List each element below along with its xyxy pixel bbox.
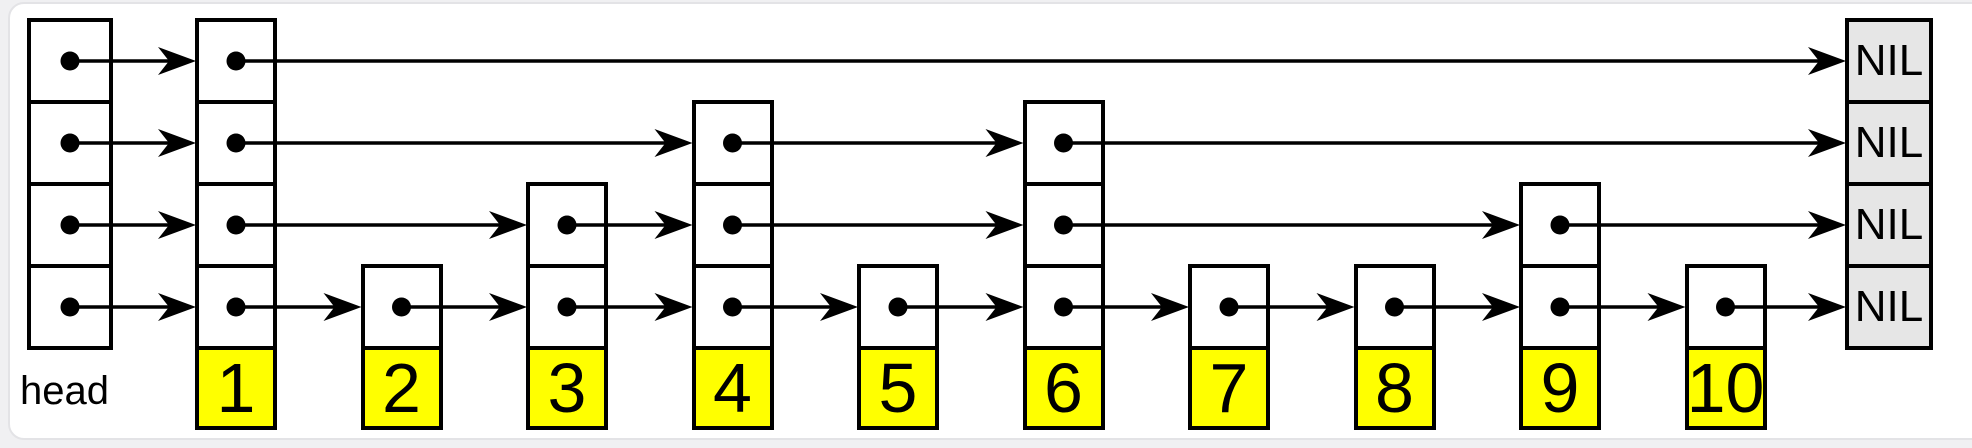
node-value-label-4: 4: [691, 346, 774, 430]
arrowhead-10-to-NIL-level-1: [1808, 293, 1846, 321]
node-10-pointer-cell-level-1: [1684, 264, 1767, 350]
arrowhead-5-to-6-level-1: [985, 293, 1024, 321]
node-2-pointer-cell-level-1: [360, 264, 443, 350]
node-value-label-2: 2: [360, 346, 443, 430]
node-5-pointer-cell-level-1: [857, 264, 939, 350]
arrowhead-4-to-6-level-3: [985, 129, 1024, 157]
node-4-pointer-cell-level-1: [691, 264, 774, 350]
node-4-pointer-cell-level-2: [691, 182, 774, 268]
node-9-pointer-cell-level-2: [1519, 182, 1601, 268]
head-label: head: [20, 369, 109, 413]
arrowhead-1-to-3-level-2: [489, 211, 527, 239]
arrowhead-7-to-8-level-1: [1316, 293, 1355, 321]
node-6-pointer-cell-level-1: [1022, 264, 1105, 350]
node-value-label-7: 7: [1188, 346, 1270, 430]
nil-cell-level-1: NIL: [1845, 264, 1933, 350]
arrowhead-6-to-NIL-level-3: [1808, 129, 1846, 157]
head-pointer-cell-level-2: [27, 182, 113, 268]
node-value-label-1: 1: [195, 346, 277, 430]
arrowhead-8-to-9-level-1: [1482, 293, 1520, 321]
node-6-pointer-cell-level-2: [1022, 182, 1105, 268]
arrowhead-head-to-1-level-1: [158, 293, 196, 321]
node-6-pointer-cell-level-3: [1022, 100, 1105, 186]
arrowhead-4-to-6-level-2: [985, 211, 1024, 239]
head-pointer-cell-level-3: [27, 100, 113, 186]
arrowhead-6-to-9-level-2: [1482, 211, 1520, 239]
node-4-pointer-cell-level-3: [691, 100, 774, 186]
node-value-label-8: 8: [1353, 346, 1436, 430]
node-value-label-10: 10: [1684, 346, 1767, 430]
node-1-pointer-cell-level-1: [195, 264, 277, 350]
arrowhead-1-to-4-level-3: [654, 129, 693, 157]
node-1-pointer-cell-level-4: [195, 18, 277, 104]
node-value-label-3: 3: [526, 346, 608, 430]
node-7-pointer-cell-level-1: [1188, 264, 1270, 350]
node-value-label-9: 9: [1519, 346, 1601, 430]
arrowhead-1-to-2-level-1: [323, 293, 362, 321]
head-pointer-cell-level-1: [27, 264, 113, 350]
arrowhead-head-to-1-level-4: [158, 47, 196, 75]
nil-cell-level-2: NIL: [1845, 182, 1933, 268]
node-8-pointer-cell-level-1: [1353, 264, 1436, 350]
node-1-pointer-cell-level-2: [195, 182, 277, 268]
arrowhead-6-to-7-level-1: [1151, 293, 1189, 321]
arrowhead-9-to-10-level-1: [1647, 293, 1686, 321]
nil-cell-level-3: NIL: [1845, 100, 1933, 186]
arrowhead-4-to-5-level-1: [820, 293, 858, 321]
node-value-label-5: 5: [857, 346, 939, 430]
node-9-pointer-cell-level-1: [1519, 264, 1601, 350]
arrowhead-9-to-NIL-level-2: [1808, 211, 1846, 239]
nil-cell-level-4: NIL: [1845, 18, 1933, 104]
arrowhead-1-to-NIL-level-4: [1808, 47, 1846, 75]
arrowhead-3-to-4-level-1: [654, 293, 693, 321]
node-value-label-6: 6: [1022, 346, 1105, 430]
node-3-pointer-cell-level-2: [526, 182, 608, 268]
arrowhead-3-to-4-level-2: [654, 211, 693, 239]
head-pointer-cell-level-4: [27, 18, 113, 104]
arrowhead-2-to-3-level-1: [489, 293, 527, 321]
node-1-pointer-cell-level-3: [195, 100, 277, 186]
arrowhead-head-to-1-level-2: [158, 211, 196, 239]
node-3-pointer-cell-level-1: [526, 264, 608, 350]
arrowhead-head-to-1-level-3: [158, 129, 196, 157]
